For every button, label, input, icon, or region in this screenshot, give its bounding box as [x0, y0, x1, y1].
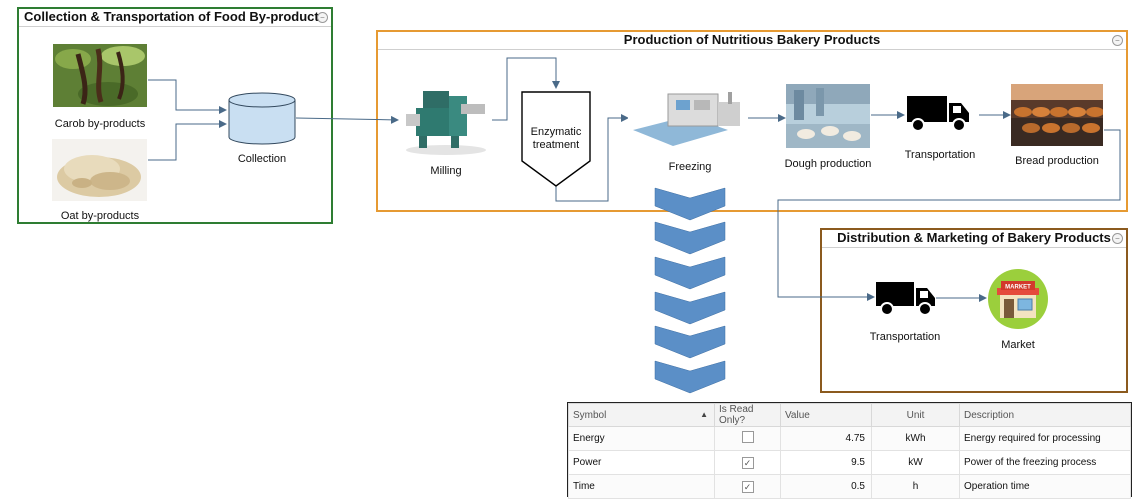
unit-cell: h — [871, 474, 960, 499]
chevron-2 — [654, 221, 726, 255]
transport2-label: Transportation — [869, 331, 941, 343]
truck-icon — [876, 282, 935, 316]
read-only-checkbox[interactable]: ✓ — [741, 480, 754, 493]
read-only-checkbox[interactable]: ✓ — [741, 456, 754, 469]
collection-tank-icon — [228, 92, 296, 145]
unit-cell: kW — [871, 450, 960, 475]
bread-label: Bread production — [1015, 155, 1099, 167]
symbol-cell: Time — [568, 474, 715, 499]
flow-collection-milling — [295, 115, 399, 124]
value-cell[interactable]: 4.75 — [780, 426, 872, 451]
milling-label: Milling — [430, 165, 462, 177]
milling-machine-image — [406, 91, 486, 155]
collapse-icon[interactable]: – — [1112, 233, 1123, 244]
group-production-title: Production of Nutritious Bakery Products — [378, 32, 1126, 50]
column-header-description[interactable]: Description — [959, 403, 1131, 427]
sort-ascending-icon[interactable]: ▲ — [700, 410, 708, 419]
chevron-4 — [654, 291, 726, 325]
enzymatic-treatment-shape — [521, 91, 591, 187]
freezing-label: Freezing — [668, 161, 712, 173]
unit-cell: kWh — [871, 426, 960, 451]
properties-table[interactable]: Symbol ▲ Is Read Only? Value Unit Descri… — [567, 402, 1132, 499]
chevron-5 — [654, 325, 726, 359]
column-header-unit[interactable]: Unit — [871, 403, 960, 427]
description-cell: Power of the freezing process — [959, 450, 1131, 475]
description-cell: Operation time — [959, 474, 1131, 499]
collapse-icon[interactable]: – — [317, 12, 328, 23]
market-sign-text: MARKET — [1005, 285, 1031, 291]
symbol-cell: Power — [568, 450, 715, 475]
dough-label: Dough production — [784, 158, 872, 170]
market-icon: MARKET — [988, 269, 1048, 329]
flow-carob-collection — [148, 79, 227, 114]
oat-image — [52, 139, 147, 201]
symbol-cell: Energy — [568, 426, 715, 451]
truck-icon — [907, 96, 969, 132]
value-cell[interactable]: 0.5 — [780, 474, 872, 499]
carob-label: Carob by-products — [54, 118, 146, 130]
read-only-checkbox[interactable] — [741, 431, 754, 443]
group-distribution-title: Distribution & Marketing of Bakery Produ… — [822, 230, 1126, 248]
enzymatic-label-line1: Enzymatic — [530, 126, 582, 138]
enzymatic-label-line2: treatment — [532, 139, 580, 151]
oat-label: Oat by-products — [60, 210, 140, 222]
bread-production-image — [1011, 84, 1103, 146]
dough-production-image — [786, 84, 870, 148]
column-header-value[interactable]: Value — [780, 403, 872, 427]
flow-enzymatic-freezing — [555, 114, 629, 202]
column-header-symbol[interactable]: Symbol ▲ — [568, 403, 715, 427]
description-cell: Energy required for processing — [959, 426, 1131, 451]
table-row[interactable]: Energy 4.75 kWh Energy required for proc… — [568, 426, 1131, 451]
freezing-machine-image — [628, 86, 748, 154]
chevron-1 — [654, 187, 726, 221]
column-header-read-only[interactable]: Is Read Only? — [714, 403, 781, 427]
flow-milling-enzymatic — [492, 57, 560, 121]
group-production[interactable]: Production of Nutritious Bakery Products… — [376, 30, 1128, 212]
carob-image — [53, 44, 147, 107]
flow-bread-distribution — [777, 129, 1121, 301]
transport1-label: Transportation — [904, 149, 976, 161]
collapse-icon[interactable]: – — [1112, 35, 1123, 46]
collection-label: Collection — [237, 153, 287, 165]
group-distribution[interactable]: Distribution & Marketing of Bakery Produ… — [820, 228, 1128, 393]
table-row[interactable]: Time ✓ 0.5 h Operation time — [568, 474, 1131, 499]
table-row[interactable]: Power ✓ 9.5 kW Power of the freezing pro… — [568, 450, 1131, 475]
chevron-3 — [654, 256, 726, 290]
value-cell[interactable]: 9.5 — [780, 450, 872, 475]
group-collection-title: Collection & Transportation of Food By-p… — [19, 9, 331, 27]
flow-oat-collection — [148, 120, 227, 161]
market-label: Market — [1001, 339, 1035, 351]
chevron-6 — [654, 360, 726, 394]
